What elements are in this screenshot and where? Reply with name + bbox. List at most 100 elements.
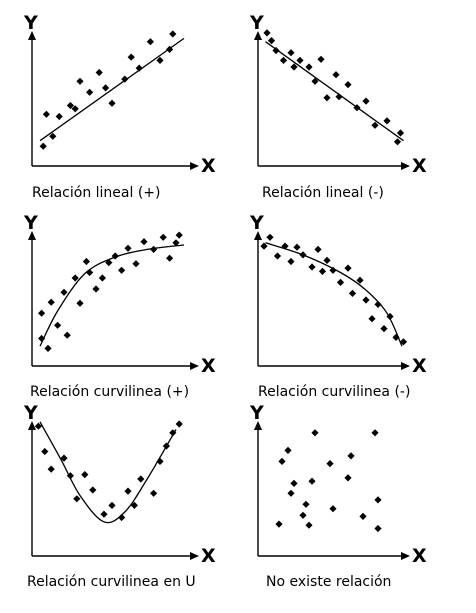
data-point (105, 259, 113, 267)
data-point (86, 268, 94, 277)
data-point (73, 495, 81, 503)
data-point (383, 117, 391, 125)
data-point (332, 71, 340, 79)
data-point (399, 338, 408, 346)
data-point (102, 84, 110, 92)
data-point (89, 486, 97, 494)
data-point (263, 29, 271, 37)
panel-caption: Relación curvilinea (+) (30, 384, 189, 400)
x-axis-arrowhead (401, 162, 410, 170)
data-point (124, 244, 132, 252)
data-point (293, 243, 301, 251)
data-point (66, 101, 74, 110)
data-point (124, 487, 132, 495)
scatter-panel-3: Y X Relación curvilinea (+) (23, 212, 216, 400)
data-point (296, 56, 304, 64)
data-point (86, 88, 94, 96)
data-point (137, 475, 145, 483)
data-point (386, 312, 394, 321)
trend-line (265, 41, 404, 142)
panel-caption: Relación curvilinea en U (27, 574, 196, 590)
panel-caption: Relación curvilinea (-) (258, 384, 410, 400)
x-axis-letter: X (201, 355, 216, 377)
panel-caption: No existe relación (266, 574, 391, 590)
y-axis-letter: Y (249, 212, 264, 234)
data-point (76, 299, 84, 307)
data-point (308, 263, 316, 271)
data-point (356, 276, 364, 284)
data-point (347, 452, 355, 460)
data-point (108, 99, 116, 107)
data-point (47, 298, 55, 306)
data-point (118, 513, 126, 522)
data-point (326, 460, 334, 468)
data-point (362, 296, 370, 304)
y-axis-letter: Y (23, 212, 38, 234)
data-point (336, 278, 345, 286)
data-point (308, 477, 316, 485)
data-point (162, 442, 170, 450)
y-axis-arrowhead (254, 231, 262, 240)
data-point (311, 429, 319, 437)
data-point (169, 30, 177, 38)
data-point (44, 344, 52, 352)
data-point (348, 289, 357, 297)
data-point (108, 501, 116, 509)
data-point (287, 257, 295, 266)
data-point (156, 56, 164, 64)
data-point (118, 266, 126, 274)
data-point (272, 46, 280, 55)
data-point (41, 447, 49, 456)
data-point (323, 256, 331, 264)
data-point (34, 422, 42, 430)
data-point (100, 510, 108, 518)
y-axis-arrowhead (28, 31, 36, 40)
y-axis-letter: Y (23, 402, 38, 424)
data-point (121, 75, 129, 83)
data-point (38, 309, 46, 317)
data-point (60, 288, 68, 296)
data-point (344, 264, 352, 272)
x-axis-letter: X (412, 545, 427, 567)
data-point (92, 285, 100, 293)
data-point (267, 37, 276, 45)
data-point (371, 429, 379, 437)
data-point (281, 242, 289, 250)
data-point (150, 489, 158, 497)
data-point (266, 233, 274, 241)
data-point (38, 334, 46, 343)
data-point (169, 429, 177, 437)
data-point (175, 420, 183, 428)
data-point (374, 300, 382, 308)
data-point (284, 446, 292, 454)
data-point (55, 112, 63, 121)
x-axis-arrowhead (190, 162, 199, 170)
data-point (49, 132, 57, 140)
data-point (146, 38, 154, 46)
data-point (305, 521, 313, 529)
data-point (323, 94, 331, 102)
data-point (82, 257, 90, 266)
y-axis-letter: Y (249, 12, 264, 34)
data-point (98, 274, 106, 282)
data-point (287, 489, 295, 497)
y-axis-arrowhead (254, 31, 262, 40)
data-point (156, 457, 164, 465)
data-point (175, 231, 183, 239)
data-point (368, 315, 376, 323)
data-point (317, 55, 325, 63)
data-point (392, 333, 400, 341)
data-point (42, 110, 50, 118)
data-point (66, 472, 74, 480)
x-axis-arrowhead (401, 552, 410, 560)
data-point (127, 53, 135, 61)
trend-line (265, 242, 403, 347)
data-point (81, 471, 89, 479)
data-point (71, 274, 79, 282)
data-point (329, 505, 337, 513)
data-point (132, 260, 140, 268)
